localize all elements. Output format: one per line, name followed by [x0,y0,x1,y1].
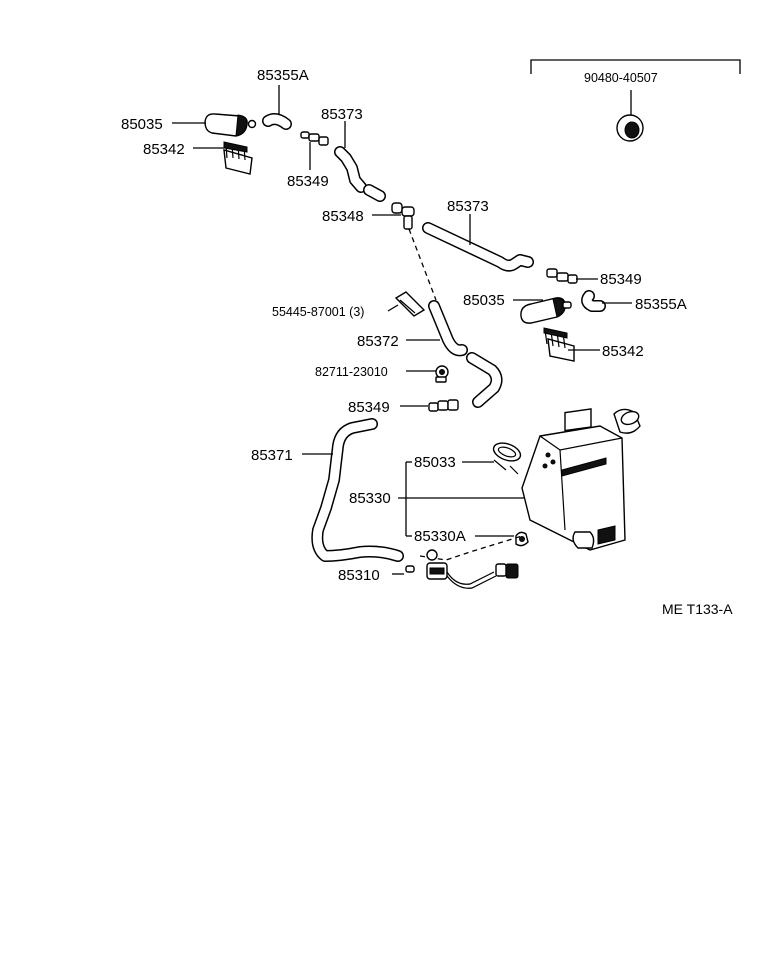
grommet-85330A [515,531,529,547]
reservoir-group-bracket [398,461,524,537]
label-85035-right: 85035 [463,292,505,309]
label-85355A-left: 85355A [257,67,309,84]
label-85330A: 85330A [414,528,466,545]
dashed-connection-line [408,228,437,301]
clip-82711-23010 [435,365,449,383]
elbow-85355A-left [262,113,292,130]
label-85330: 85330 [349,490,391,507]
connector-85349-lower [428,399,459,412]
label-85349-right: 85349 [600,271,642,288]
label-85372: 85372 [357,333,399,350]
grommet-90480-40507 [616,114,644,142]
connector-85349-left [300,131,329,146]
nozzle-85035-left [204,113,257,137]
tee-85348 [391,202,415,230]
figure-code: ME T133-A [662,601,733,617]
nozzle-85035-right [520,297,572,324]
hose-85373-lower [422,222,534,272]
label-55445-87001: 55445-87001 (3) [272,305,364,319]
optional-part-bracket: 90480-40507 [530,59,741,116]
hose-85371 [311,418,404,562]
hose-85372 [428,300,503,408]
label-85342-left: 85342 [143,141,185,158]
label-85371: 85371 [251,447,293,464]
washer-pump-85310 [405,535,523,589]
label-85373-lower: 85373 [447,198,489,215]
label-85349-lower: 85349 [348,399,390,416]
label-85342-right: 85342 [602,343,644,360]
elbow-85355A-right [581,290,606,312]
label-85035-left: 85035 [121,116,163,133]
label-85373-upper: 85373 [321,106,363,123]
label-85355A-right: 85355A [635,296,687,313]
strap-85033 [492,442,522,475]
clip-85342-right [543,327,575,362]
clamp-55445-87001 [394,291,426,317]
label-85033: 85033 [414,454,456,471]
label-85349-left: 85349 [287,173,329,190]
hose-85373-upper [334,146,386,202]
clip-85342-left [223,141,253,175]
label-90480-40507: 90480-40507 [584,71,658,85]
washer-reservoir-85330 [521,408,641,551]
connector-85349-right [546,268,578,284]
label-85348: 85348 [322,208,364,225]
label-85310: 85310 [338,567,380,584]
label-82711-23010: 82711-23010 [315,365,388,379]
